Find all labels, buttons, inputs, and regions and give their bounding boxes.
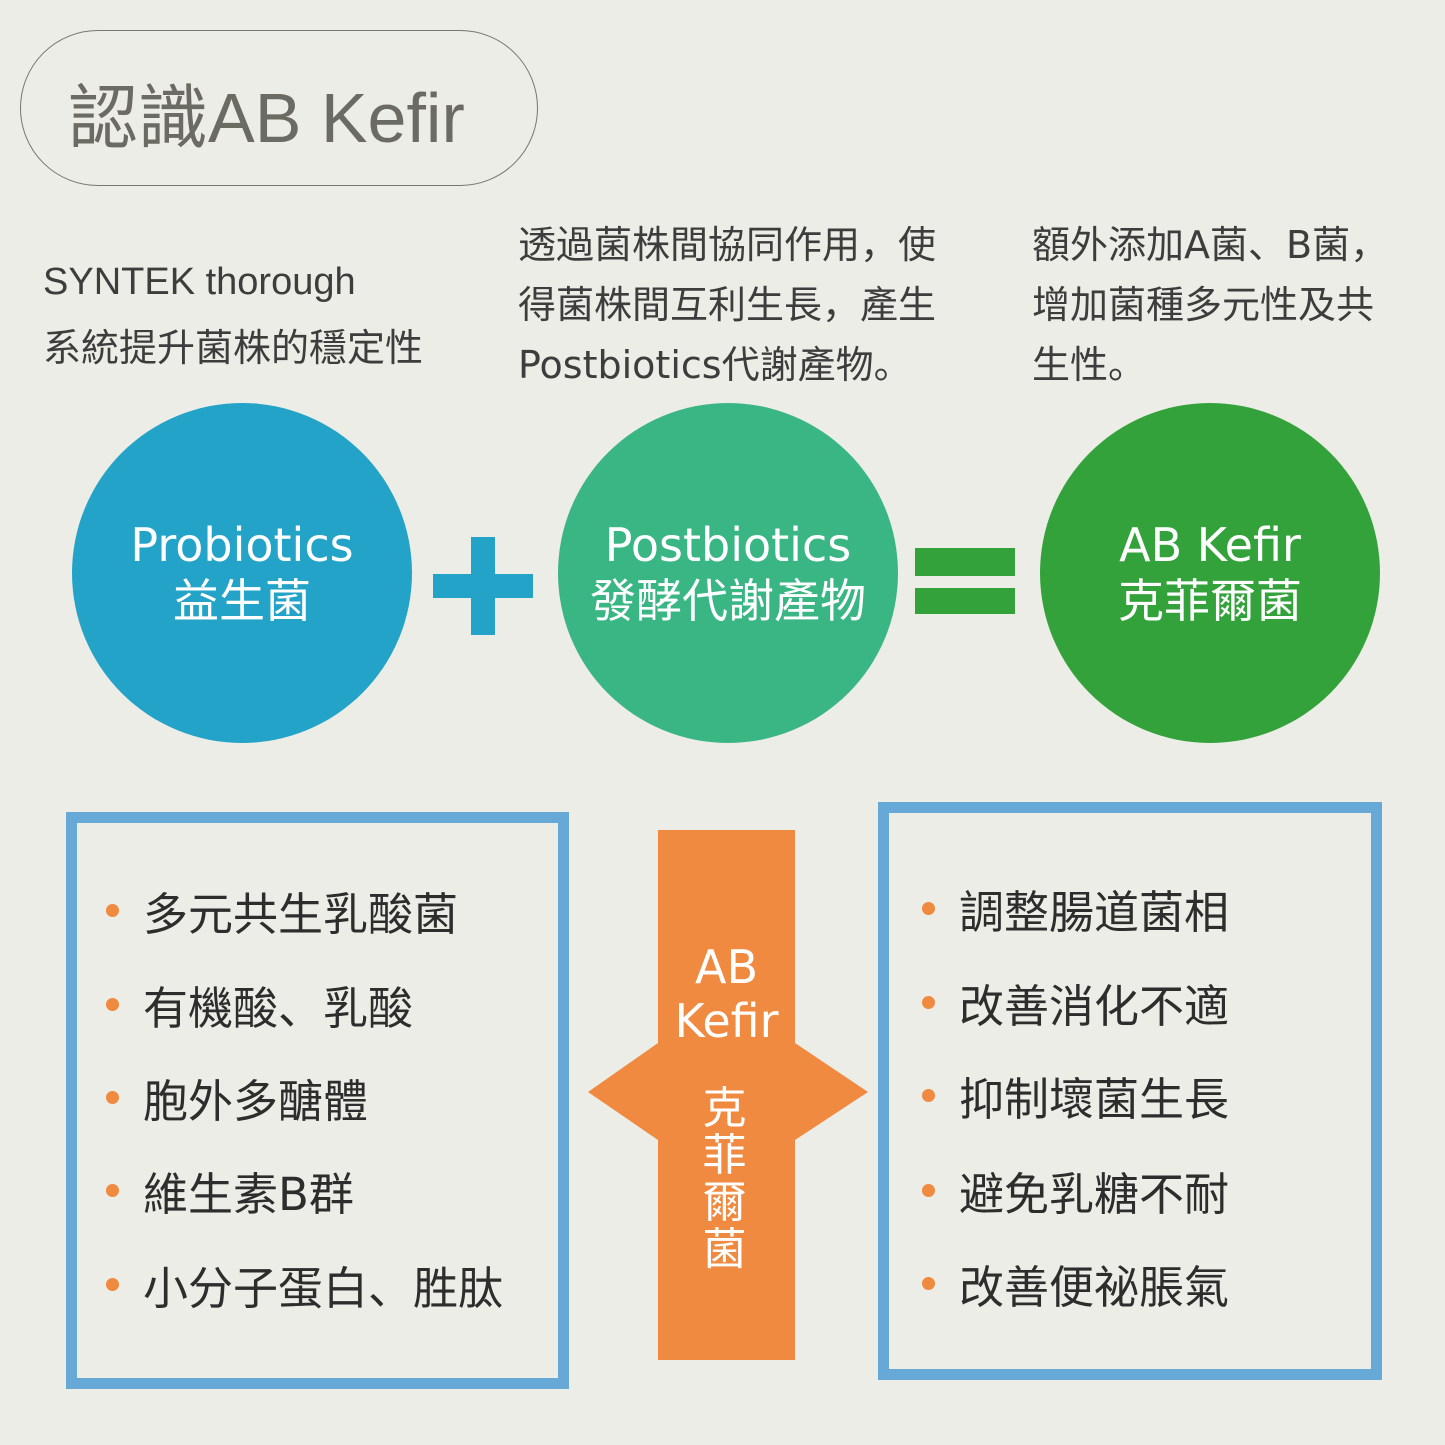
list-item: 調整腸道菌相	[922, 878, 1230, 939]
probiotics-circle: Probiotics 益生菌	[72, 403, 412, 743]
bullet-icon	[106, 1277, 119, 1291]
bullet-icon	[106, 1090, 119, 1104]
arrow-vertical-char: 菌	[702, 1224, 747, 1275]
description-middle: 透過菌株間協同作用，使 得菌株間互利生長，產生 Postbiotics代謝產物。	[518, 215, 936, 395]
page-title: 認識AB Kefir	[68, 79, 465, 157]
equals-icon	[915, 548, 1015, 614]
arrow-label-line: AB	[694, 940, 759, 994]
list-item: 有機酸、乳酸	[106, 974, 503, 1035]
bullet-icon	[106, 903, 119, 917]
bullet-icon	[922, 1183, 935, 1197]
circle-label-en: Postbiotics	[604, 518, 852, 572]
description-line: 增加菌種多元性及共	[1032, 283, 1375, 327]
circle-label-zh: 克菲爾菌	[1118, 574, 1302, 628]
bullet-icon	[106, 1183, 119, 1197]
arrow-label: AB Kefir	[658, 940, 795, 1048]
description-line: Postbiotics代謝產物。	[518, 343, 912, 387]
description-right: 額外添加A菌、B菌， 增加菌種多元性及共 生性。	[1032, 215, 1388, 395]
list-item-label: 避免乳糖不耐	[959, 1167, 1230, 1221]
components-box	[66, 812, 569, 1389]
circle-label-zh: 發酵代謝產物	[590, 574, 866, 628]
description-line: SYNTEK thorough	[43, 261, 356, 303]
description-left: SYNTEK thorough 系統提升菌株的穩定性	[43, 252, 423, 378]
postbiotics-circle: Postbiotics 發酵代謝產物	[558, 403, 898, 743]
list-item: 抑制壞菌生長	[922, 1065, 1230, 1126]
list-item-label: 胞外多醣體	[143, 1074, 369, 1128]
arrow-vertical-char: 爾	[702, 1177, 747, 1228]
list-item-label: 多元共生乳酸菌	[143, 887, 459, 941]
arrow-vertical-char: 克	[702, 1083, 747, 1134]
list-item-label: 調整腸道菌相	[959, 885, 1230, 939]
components-list: 多元共生乳酸菌 有機酸、乳酸 胞外多醣體 維生素B群 小分子蛋白、胜肽	[106, 880, 504, 1315]
list-item: 多元共生乳酸菌	[106, 880, 503, 941]
list-item-label: 小分子蛋白、胜肽	[143, 1261, 504, 1315]
list-item-label: 改善便祕脹氣	[959, 1260, 1230, 1314]
list-item: 胞外多醣體	[106, 1067, 503, 1128]
description-line: 系統提升菌株的穩定性	[43, 326, 424, 370]
benefits-box	[878, 802, 1382, 1380]
list-item: 維生素B群	[106, 1160, 503, 1221]
description-line: 額外添加A菌、B菌，	[1032, 223, 1389, 267]
benefits-list: 調整腸道菌相 改善消化不適 抑制壞菌生長 避免乳糖不耐 改善便祕脹氣	[922, 878, 1230, 1314]
bullet-icon	[106, 997, 119, 1011]
arrow-vertical-label: 克 菲 爾 菌	[656, 1085, 793, 1273]
list-item-label: 維生素B群	[143, 1167, 354, 1221]
circle-label-zh: 益生菌	[173, 574, 311, 628]
list-item-label: 抑制壞菌生長	[959, 1072, 1230, 1126]
plus-icon	[433, 537, 533, 635]
bullet-icon	[922, 1088, 935, 1102]
circle-label-en: AB Kefir	[1119, 518, 1301, 572]
description-line: 生性。	[1032, 343, 1147, 387]
arrow-vertical-char: 菲	[702, 1130, 747, 1181]
list-item-label: 改善消化不適	[959, 979, 1230, 1033]
bullet-icon	[922, 901, 935, 915]
description-line: 透過菌株間協同作用，使	[518, 223, 937, 267]
circle-label-en: Probiotics	[130, 518, 354, 572]
list-item: 避免乳糖不耐	[922, 1160, 1230, 1221]
list-item: 改善消化不適	[922, 972, 1230, 1033]
list-item: 小分子蛋白、胜肽	[106, 1254, 504, 1315]
list-item: 改善便祕脹氣	[922, 1253, 1230, 1314]
bullet-icon	[922, 995, 935, 1009]
ab-kefir-circle: AB Kefir 克菲爾菌	[1040, 403, 1380, 743]
title-pill	[20, 30, 538, 186]
description-line: 得菌株間互利生長，產生	[518, 283, 937, 327]
bullet-icon	[922, 1276, 935, 1290]
arrow-label-line: Kefir	[674, 994, 779, 1048]
list-item-label: 有機酸、乳酸	[143, 981, 414, 1035]
